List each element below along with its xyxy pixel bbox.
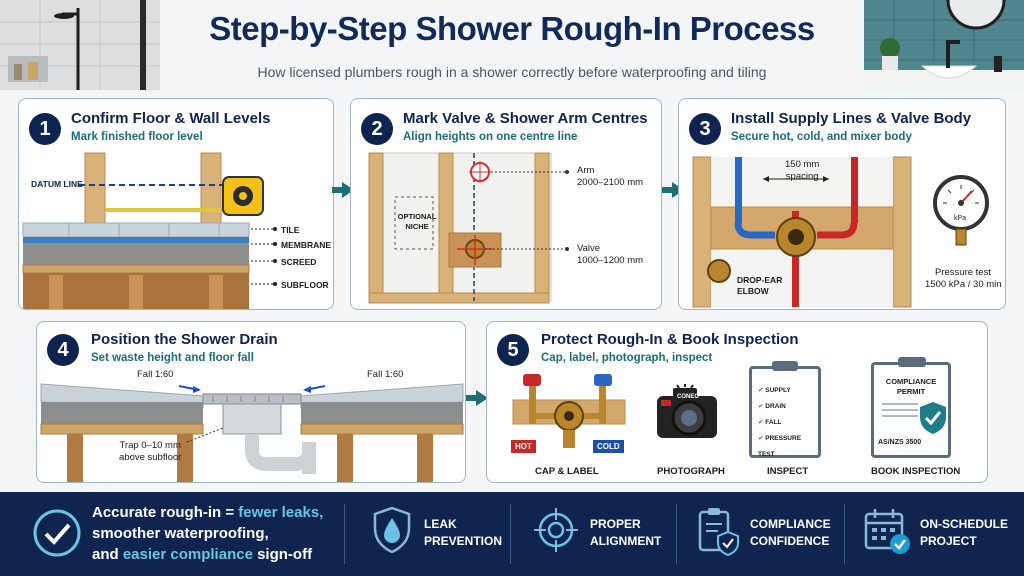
step-4-number: 4 xyxy=(47,334,79,366)
arrow-4-to-5 xyxy=(466,390,488,406)
header-photo-shower xyxy=(0,0,160,90)
step-3-card: 3 Install Supply Lines & Valve Body Secu… xyxy=(678,98,1006,310)
step-3-number: 3 xyxy=(689,113,721,145)
cold-cap-icon xyxy=(594,374,612,386)
book-inspection-caption: BOOK INSPECTION xyxy=(871,466,961,477)
header-photo-vanity xyxy=(864,0,1024,90)
tile-label: TILE xyxy=(281,225,300,235)
footer-message: Accurate rough-in = fewer leaks, smoothe… xyxy=(92,504,324,563)
step-1-subtitle: Mark finished floor level xyxy=(71,131,203,143)
hot-tag: HOT xyxy=(511,440,536,453)
datum-line-label: DATUM LINE xyxy=(31,179,83,189)
standard-label: AS/NZS 3500 xyxy=(878,439,922,446)
clipboard-shield-icon xyxy=(698,508,739,556)
step-2-subtitle: Align heights on one centre line xyxy=(403,131,578,143)
checklist-item: ✔ FALL xyxy=(758,419,782,426)
photograph-caption: PHOTOGRAPH xyxy=(657,466,725,477)
step-2-card: 2 Mark Valve & Shower Arm Centres Align … xyxy=(350,98,662,310)
footer-divider xyxy=(844,504,845,564)
step-3-subtitle: Secure hot, cold, and mixer body xyxy=(731,131,912,143)
footer-banner: Accurate rough-in = fewer leaks, smoothe… xyxy=(0,492,1024,576)
footer-divider xyxy=(344,504,345,564)
crosshair-icon xyxy=(534,508,578,552)
inspect-caption: INSPECT xyxy=(767,466,809,477)
checklist-item: ✔ SUPPLY xyxy=(758,387,791,394)
cold-tag: COLD xyxy=(593,440,624,453)
shield-check-icon xyxy=(920,402,946,434)
step-3-title: Install Supply Lines & Valve Body xyxy=(731,110,972,127)
check-icon: ✔ xyxy=(758,387,764,394)
camera-brand: CONEO xyxy=(677,394,700,400)
checklist-item: ✔ PRESSURE TEST xyxy=(758,435,802,458)
step-1-title: Confirm Floor & Wall Levels xyxy=(71,110,271,127)
fall-right-label: Fall 1:60 xyxy=(367,369,404,380)
page-title: Step-by-Step Shower Rough-In Process xyxy=(209,10,815,47)
step-4-title: Position the Shower Drain xyxy=(91,331,278,348)
fall-left-label: Fall 1:60 xyxy=(137,369,174,380)
step-4-subtitle: Set waste height and floor fall xyxy=(91,352,254,364)
inspection-clipboard: ✔ SUPPLY ✔ DRAIN ✔ FALL ✔ PRESSURE TEST xyxy=(749,361,821,458)
drop-ear-elbow-icon xyxy=(707,259,731,283)
calendar-check-icon xyxy=(864,509,910,554)
subfloor-label: SUBFLOOR xyxy=(281,280,329,290)
checklist-item: ✔ DRAIN xyxy=(758,403,786,410)
screed-label: SCREED xyxy=(281,257,317,267)
floor-levels-illustration xyxy=(22,152,277,309)
check-icon: ✔ xyxy=(758,435,764,442)
hot-cap-icon xyxy=(523,374,541,386)
footer-divider xyxy=(510,504,511,564)
membrane-label: MEMBRANE xyxy=(281,240,332,250)
page-subtitle: How licensed plumbers rough in a shower … xyxy=(257,64,767,80)
step-2-title: Mark Valve & Shower Arm Centres xyxy=(403,110,648,127)
supply-lines-illustration xyxy=(692,156,989,308)
step-5-title: Protect Rough-In & Book Inspection xyxy=(541,331,799,348)
check-icon: ✔ xyxy=(758,419,764,426)
step-5-number: 5 xyxy=(497,334,529,366)
check-icon: ✔ xyxy=(758,403,764,410)
cap-label-caption: CAP & LABEL xyxy=(535,466,599,477)
step-1-card: 1 Confirm Floor & Wall Levels Mark finis… xyxy=(18,98,334,310)
step-5-subtitle: Cap, label, photograph, inspect xyxy=(541,352,713,364)
capped-valve-illustration xyxy=(512,374,626,448)
drain-grate-icon xyxy=(202,393,302,405)
footer-divider xyxy=(676,504,677,564)
niche-label: OPTIONAL NICHE xyxy=(397,212,437,231)
step-4-card: 4 Position the Shower Drain Set waste he… xyxy=(36,321,466,483)
shower-drain-illustration xyxy=(40,383,464,482)
step-1-number: 1 xyxy=(29,113,61,145)
water-drop-shield-icon xyxy=(373,506,411,554)
gauge-unit-label: kPa xyxy=(954,215,967,222)
camera-icon xyxy=(657,384,717,438)
valve-centres-illustration xyxy=(368,152,569,304)
check-circle-icon xyxy=(33,509,81,557)
step-2-number: 2 xyxy=(361,113,393,145)
step-5-card: 5 Protect Rough-In & Book Inspection Cap… xyxy=(486,321,988,483)
